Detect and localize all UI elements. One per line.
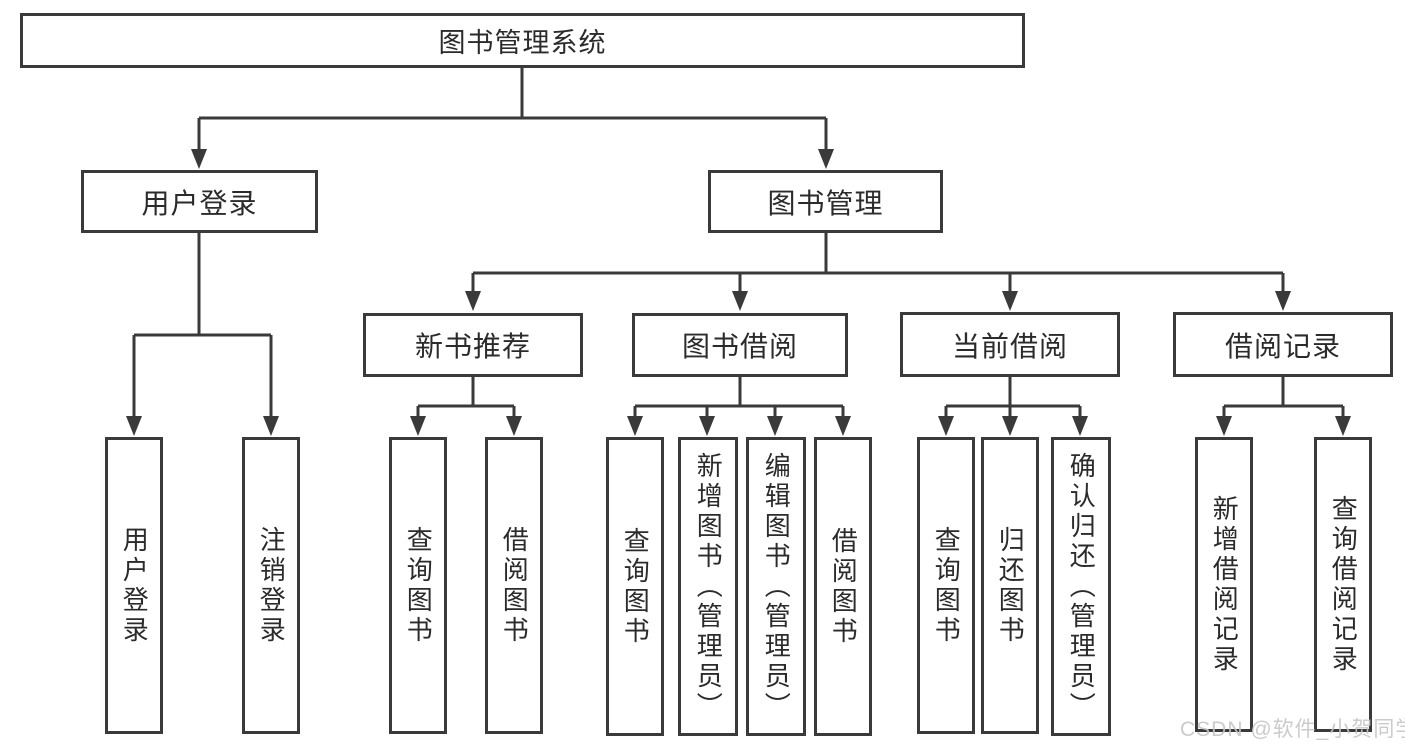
leaf-label: 注销登录 <box>256 525 287 646</box>
leaf-label: 查询借阅记录 <box>1328 494 1359 675</box>
node-new-book-recommend: 新书推荐 <box>363 313 583 377</box>
leaf-confirm-return-admin: 确认归还（管理员） <box>1051 437 1111 736</box>
node-book-borrowing: 图书借阅 <box>632 313 848 377</box>
leaf-user-login: 用户登录 <box>105 437 163 734</box>
leaf-label: 新增借阅记录 <box>1209 494 1240 675</box>
arrow-down-icon <box>1275 291 1291 311</box>
leaf-label: 查询图书 <box>931 525 962 646</box>
arrow-down-icon <box>699 416 715 436</box>
arrow-down-icon <box>126 416 142 436</box>
leaf-label: 用户登录 <box>119 525 150 646</box>
node-user-login: 用户登录 <box>81 170 318 233</box>
leaf-edit-books-admin: 编辑图书（管理员） <box>746 437 806 736</box>
leaf-query-books-current: 查询图书 <box>917 437 975 734</box>
arrow-down-icon <box>1002 291 1018 311</box>
arrow-down-icon <box>732 291 748 311</box>
leaf-borrow-books-recommend: 借阅图书 <box>485 437 543 734</box>
leaf-borrow-books: 借阅图书 <box>814 437 872 736</box>
arrow-down-icon <box>465 291 481 311</box>
arrow-down-icon <box>191 149 207 169</box>
arrow-down-icon <box>1002 416 1018 436</box>
node-label: 当前借阅 <box>951 330 1068 362</box>
leaf-query-borrow-record: 查询借阅记录 <box>1314 437 1372 732</box>
leaf-add-books-admin: 新增图书（管理员） <box>678 437 738 736</box>
arrow-down-icon <box>1335 416 1351 436</box>
arrow-down-icon <box>835 416 851 436</box>
arrow-down-icon <box>410 416 426 436</box>
node-label: 图书管理 <box>767 187 884 219</box>
node-label: 借阅记录 <box>1224 330 1341 362</box>
leaf-label: 编辑图书（管理员） <box>761 451 792 722</box>
connector-lines <box>132 68 1345 420</box>
leaf-label: 借阅图书 <box>499 525 530 646</box>
leaf-label: 确认归还（管理员） <box>1066 451 1097 722</box>
arrow-down-icon <box>767 416 783 436</box>
arrow-down-icon <box>818 149 834 169</box>
node-label: 图书借阅 <box>681 331 798 362</box>
csdn-watermark: CSDN @软件_小贺同学 <box>1180 718 1405 741</box>
arrow-down-icon <box>1072 416 1088 436</box>
node-book-management: 图书管理 <box>708 170 943 233</box>
leaf-label: 新增图书（管理员） <box>693 451 724 722</box>
leaf-return-books: 归还图书 <box>981 437 1039 734</box>
arrow-down-icon <box>506 416 522 436</box>
leaf-logout: 注销登录 <box>242 437 300 734</box>
arrow-down-icon <box>1216 416 1232 436</box>
node-library-management-system: 图书管理系统 <box>20 13 1025 68</box>
node-current-borrowing: 当前借阅 <box>900 312 1120 377</box>
leaf-label: 归还图书 <box>995 525 1026 646</box>
node-label: 用户登录 <box>141 187 258 219</box>
arrow-down-icon <box>263 416 279 436</box>
leaf-query-books-borrow: 查询图书 <box>606 437 664 736</box>
node-borrowing-records: 借阅记录 <box>1173 312 1393 377</box>
leaf-label: 查询图书 <box>620 526 651 647</box>
leaf-label: 借阅图书 <box>828 526 859 647</box>
arrow-down-icon <box>627 416 643 436</box>
arrow-down-icon <box>938 416 954 436</box>
node-label: 新书推荐 <box>414 331 531 362</box>
leaf-add-borrow-record: 新增借阅记录 <box>1195 437 1253 732</box>
leaf-label: 查询图书 <box>403 525 434 646</box>
arrowhead-icons <box>126 149 1351 436</box>
leaf-query-books-recommend: 查询图书 <box>389 437 447 734</box>
node-label: 图书管理系统 <box>438 28 607 58</box>
